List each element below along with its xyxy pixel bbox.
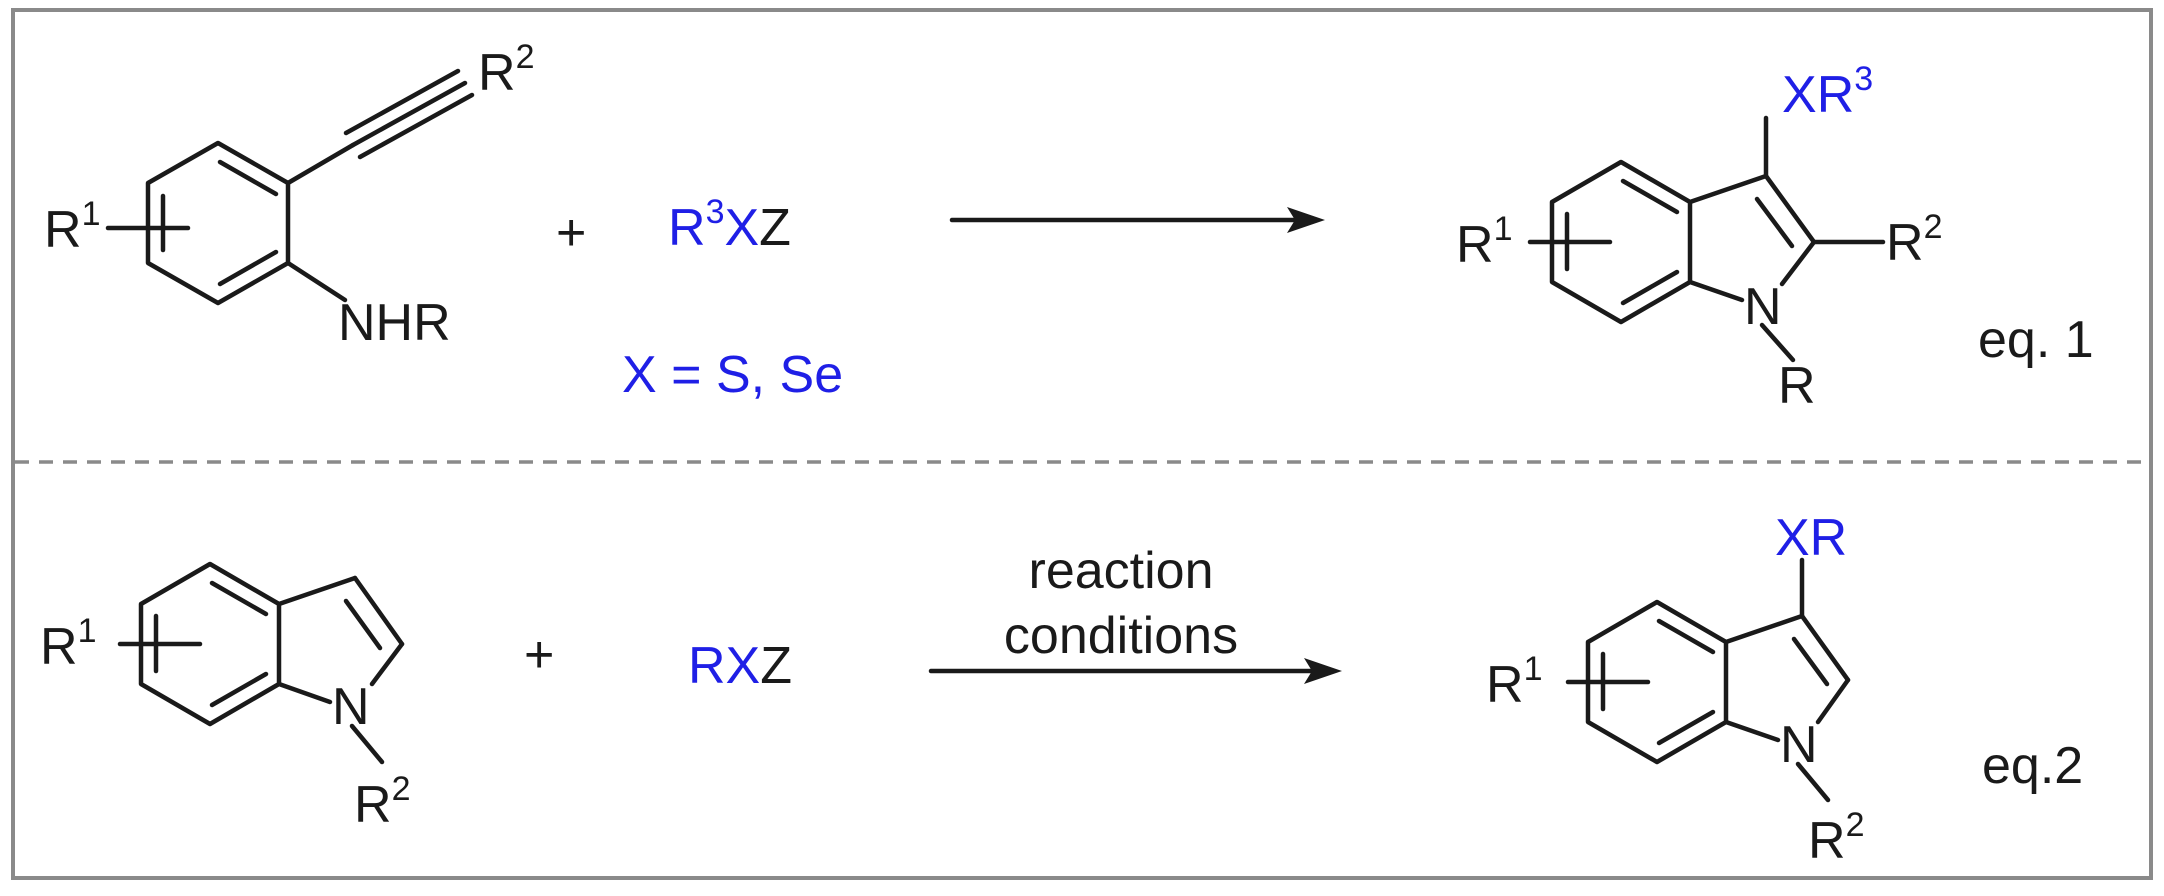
eq2-conditions-line1: reaction [1029,542,1214,600]
eq1-product-r1-label: R1 [1456,210,1512,274]
eq2-reactant-n-c7a-bond [276,681,333,705]
eq1-product-n-c7a-bond [1687,279,1745,303]
eq1-product-n-r-bond [1759,322,1796,363]
eq2-reactant-indole: R1 N R2 [40,561,410,834]
eq1-reactant-r1-label: R1 [44,195,100,259]
eq2-reactant-nitrogen-label: N [332,678,370,736]
eq1-reactant-amine-bond [285,260,348,303]
eq1-product-c3a-c3-bond [1687,173,1769,205]
eq2-product-nitrogen-label: N [1780,716,1818,774]
eq2-arrow-head [1304,658,1342,684]
eq1-reactant-alkyne-bond [285,142,356,186]
scheme-frame [11,8,2153,880]
eq2-product-indole: R1 XR N R2 [1486,509,1864,870]
eq2-product-n-c7a-bond [1723,719,1781,743]
eq1-reagent-formula: R3XZ [668,193,791,257]
eq1-product-aromatic-bond [1620,178,1680,215]
eq2-label: eq.2 [1982,737,2083,795]
eq1-reactant-benzene-ring [145,140,291,306]
eq1-label: eq. 1 [1978,311,2094,369]
eq1-reagent-condition: X = S, Se [622,346,843,404]
eq2-product-n-r2-bond [1795,761,1831,803]
eq1-product-r2-label: R2 [1886,208,1942,272]
eq2-product-c3-c2-double [1791,636,1830,687]
eq2-reactant-r2-label: R2 [354,770,410,834]
eq1-reagent: R3XZ X = S, Se [622,193,843,404]
eq2-plus-sign: + [524,626,554,684]
eq1-reactant-r2-label: R2 [478,38,534,102]
eq1-reactant-alkyne: R1 R2 NHR [44,38,534,352]
eq2-reactant-c2-n-bond [369,641,405,687]
eq2-product-c2-n-bond [1815,677,1851,725]
eq1-reactant-alkyne-triple [350,80,468,148]
eq2-reactant-n-r2-bond [349,723,385,765]
eq2-product-c3-label: XR [1775,509,1847,567]
eq1-reactant-amine-label: NHR [338,294,451,352]
eq1-arrow-head [1287,207,1325,233]
eq2-product-aromatic-bond [1656,618,1716,655]
eq1-product-c2-n-bond [1779,239,1817,287]
eq1-reactant-alkyne-triple [343,68,461,136]
eq1-product-nitrogen-label: N [1744,278,1782,336]
eq2-reactant-aromatic-bond [209,580,269,617]
eq1-reactant-aromatic-bond [217,249,279,287]
eq2-reactant-c3-c2-bond [352,575,405,647]
eq1-product-indole: R1 XR3 R2 N R [1456,60,1942,415]
eq1-product-n-substituent-label: R [1778,357,1816,415]
eq2-conditions-line2: conditions [1004,607,1238,665]
eq1-product-c3-c2-double [1754,196,1795,249]
eq1-product-aromatic-bond [1620,269,1680,306]
eq2-product-aromatic-bond [1656,709,1716,746]
eq1-product-c3-c2-bond [1763,173,1817,245]
eq2-reactant-c3-c2-double [343,598,383,651]
eq2-product-r1-label: R1 [1486,650,1542,714]
eq1-reactant-alkyne-triple [357,92,475,160]
eq2-product-c3a-c3-bond [1723,613,1805,645]
eq2-arrow: reaction conditions [928,542,1342,684]
eq2-reagent-formula: RXZ [688,637,792,695]
eq2-product-c3-c2-bond [1799,613,1851,683]
eq1-arrow [949,207,1325,233]
eq1-product-c3-label: XR3 [1782,60,1873,124]
eq1-plus-sign: + [556,204,586,262]
eq2-reactant-c3a-c3-bond [276,575,358,607]
eq2-reactant-r1-label: R1 [40,612,96,676]
eq1-reactant-aromatic-bond [217,159,279,197]
eq2-reactant-aromatic-bond [209,671,269,708]
eq2-product-r2-label: R2 [1808,806,1864,870]
